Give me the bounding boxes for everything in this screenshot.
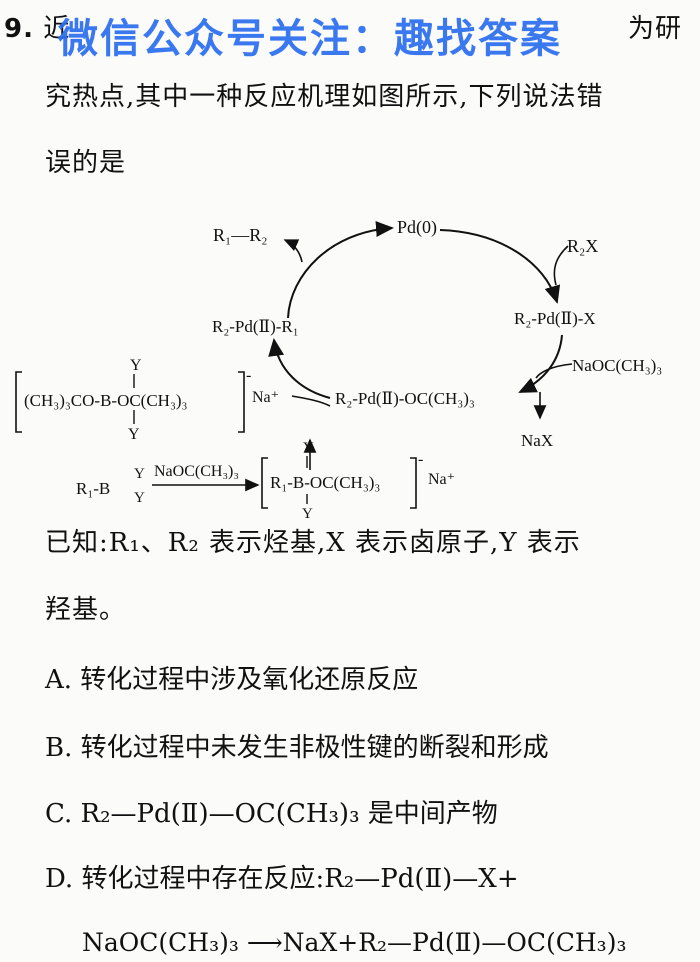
borate-left-bracket-open <box>15 371 22 433</box>
known-line-1: 已知:R₁、R₂ 表示烃基,X 表示卤原子,Y 表示 <box>45 528 581 558</box>
mechanism-diagram: Pd(0) R₂X R₂-Pd(Ⅱ)-X NaOC(CH₃)₃ NaX R₂-P… <box>15 217 662 520</box>
question-line-2: 究热点,其中一种反应机理如图所示,下列说法错 <box>45 82 604 112</box>
boronic-acid: R₁-B <box>76 479 110 498</box>
known-line-2: 羟基。 <box>45 595 127 625</box>
cycle-arc-top-left <box>287 221 394 319</box>
borate-bottom-y-bottom: Y <box>302 506 313 520</box>
naotbu-bottom-label: NaOC(CH₃)₃ <box>154 463 239 480</box>
option-d-equation: NaOC(CH₃)₃ ⟶NaX+R₂—Pd(Ⅱ)—OC(CH₃)₃ <box>82 928 627 957</box>
pd0-label: Pd(0) <box>397 217 437 238</box>
option-d[interactable]: D. 转化过程中存在反应:R₂—Pd(Ⅱ)—X+ <box>45 864 519 894</box>
arrow-r2x-in <box>553 245 569 286</box>
question-line1-start: 近 <box>43 14 71 44</box>
borate-bottom-na: Na⁺ <box>428 471 455 488</box>
arrow-borate-in <box>291 395 331 407</box>
naotbu-right-label: NaOC(CH₃)₃ <box>572 356 662 375</box>
question-number: 9. <box>4 14 34 44</box>
nax-label: NaX <box>521 431 553 450</box>
borate-bottom-formula: R₁-B-OC(CH₃)₃ <box>270 473 380 492</box>
option-a[interactable]: A. 转化过程中涉及氧化还原反应 <box>45 665 419 695</box>
cycle-arc-top-right <box>439 229 561 304</box>
question-line-3: 误的是 <box>45 148 127 178</box>
borate-bottom-charge: - <box>418 451 423 468</box>
r2-pd-r1-label: R₂-Pd(Ⅱ)-R₁ <box>212 317 299 336</box>
option-b[interactable]: B. 转化过程中未发生非极性键的断裂和形成 <box>45 733 549 763</box>
option-c[interactable]: C. R₂—Pd(Ⅱ)—OC(CH₃)₃ 是中间产物 <box>45 799 498 829</box>
arrow-r1r2-out <box>283 239 303 263</box>
r2-pd-x-label: R₂-Pd(Ⅱ)-X <box>514 309 596 328</box>
cycle-arc-left <box>268 338 331 399</box>
borate-bottom-bracket-open <box>261 457 268 509</box>
r1-r2-label: R₁—R₂ <box>213 225 268 245</box>
borate-left-bracket-close <box>238 371 245 433</box>
r2-pd-otbu-label: R₂-Pd(Ⅱ)-OC(CH₃)₃ <box>335 389 475 408</box>
borate-bottom-y-top: Y <box>303 440 314 456</box>
borate-left-y-bottom: Y <box>128 426 140 443</box>
cycle-arc-right <box>518 334 563 393</box>
r2x-label: R₂X <box>567 236 598 256</box>
borate-bottom-bracket-close <box>410 457 417 509</box>
borate-left-formula: (CH₃)₃CO-B-OC(CH₃)₃ <box>24 391 188 410</box>
borate-left-charge: - <box>246 367 251 384</box>
borate-left-na: Na⁺ <box>252 389 279 406</box>
borate-left-y-top: Y <box>130 357 142 374</box>
question-line-1: 9. 近 <box>4 12 70 46</box>
question-line1-end: 为研 <box>628 14 683 44</box>
arrow-naotbu-in <box>535 363 573 379</box>
boronic-y1: Y <box>134 466 145 482</box>
boronic-y2: Y <box>134 490 145 506</box>
watermark: 微信公众号关注：趣找答案 <box>58 16 562 62</box>
